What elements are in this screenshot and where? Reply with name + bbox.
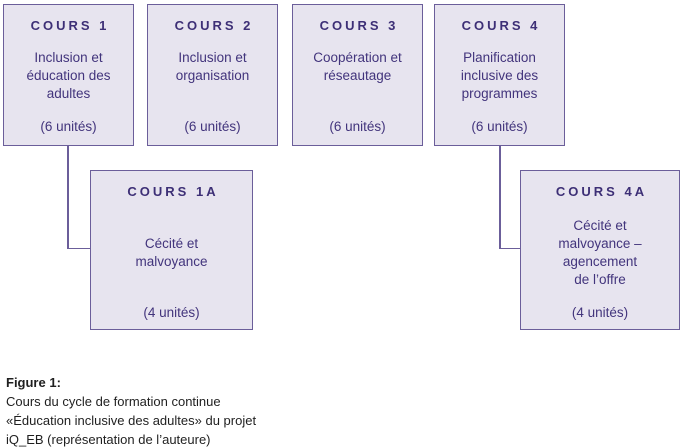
course-title: COURS 2 xyxy=(174,18,254,33)
course-title: COURS 1A xyxy=(127,184,219,199)
course-units: (4 unités) xyxy=(143,305,200,320)
connector-cours4-to-cours4a-horizontal xyxy=(499,247,520,249)
course-box-cours-4: COURS 4 Planification inclusive des prog… xyxy=(434,4,565,146)
course-description: Cécité et malvoyance – agencement de l’o… xyxy=(558,217,642,287)
course-units: (6 unités) xyxy=(40,119,97,134)
connector-cours1-to-cours1a-horizontal xyxy=(67,247,90,249)
course-box-cours-1a: COURS 1A Cécité et malvoyance (4 unités) xyxy=(90,170,253,330)
figure-caption-text: Cours du cycle de formation continue «Éd… xyxy=(6,394,257,447)
figure-caption: Figure 1: Cours du cycle de formation co… xyxy=(6,373,256,448)
course-units: (6 unités) xyxy=(329,119,386,134)
course-units: (4 unités) xyxy=(571,305,629,320)
course-title: COURS 3 xyxy=(319,18,399,33)
course-units: (6 unités) xyxy=(471,119,528,134)
figure-caption-label: Figure 1: xyxy=(6,375,61,390)
course-title: COURS 1 xyxy=(30,18,110,33)
course-description: Coopération et réseautage xyxy=(313,50,402,83)
course-title: COURS 4 xyxy=(461,18,541,33)
course-title: COURS 4A xyxy=(555,184,648,199)
course-description: Inclusion et éducation des adultes xyxy=(26,50,111,101)
course-description: Planification inclusive des programmes xyxy=(460,50,539,101)
course-description: Inclusion et organisation xyxy=(175,50,250,83)
course-box-cours-1: COURS 1 Inclusion et éducation des adult… xyxy=(3,4,134,146)
course-box-cours-2: COURS 2 Inclusion et organisation (6 uni… xyxy=(147,4,278,146)
course-units: (6 unités) xyxy=(184,119,241,134)
course-box-cours-4a: COURS 4A Cécité et malvoyance – agenceme… xyxy=(520,170,680,330)
connector-cours1-to-cours1a-vertical xyxy=(67,146,69,249)
course-box-cours-3: COURS 3 Coopération et réseautage (6 uni… xyxy=(292,4,423,146)
course-description: Cécité et malvoyance xyxy=(135,235,208,269)
connector-cours4-to-cours4a-vertical xyxy=(499,146,501,249)
